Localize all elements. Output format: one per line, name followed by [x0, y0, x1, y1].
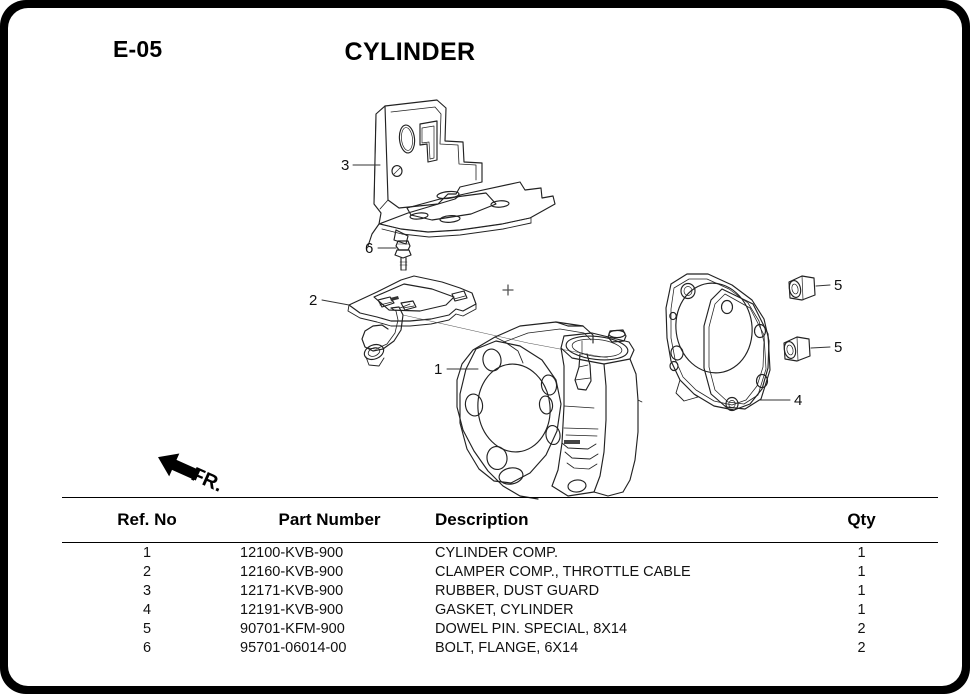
table-row[interactable]: 6 95701-06014-00 BOLT, FLANGE, 6X14 2	[62, 638, 938, 657]
cell-qty: 1	[857, 544, 866, 561]
part-5-dowel-pin-lower	[783, 336, 811, 362]
cell-part-number: 12160-KVB-900	[240, 563, 344, 580]
cell-ref-no: 1	[142, 544, 152, 561]
cell-description: GASKET, CYLINDER	[435, 601, 574, 618]
front-direction-marker: FR.	[146, 448, 236, 500]
part-3-rubber-dust-guard	[367, 99, 556, 247]
callout-5-upper: 5	[834, 277, 843, 294]
column-header-ref-no: Ref. No	[62, 497, 232, 543]
part-2-clamper-throttle-cable	[347, 275, 609, 367]
page-title: CYLINDER	[344, 38, 476, 66]
cell-qty: 1	[857, 582, 866, 599]
cell-description: CLAMPER COMP., THROTTLE CABLE	[435, 563, 691, 580]
cell-part-number: 90701-KFM-900	[240, 620, 345, 637]
registration-cross-mark	[502, 284, 514, 296]
callout-5-lower: 5	[834, 339, 843, 356]
cell-part-number: 12100-KVB-900	[240, 544, 344, 561]
callout-leader-lines	[321, 164, 831, 401]
cell-qty: 2	[857, 620, 866, 637]
part-6-bolt-flange	[394, 240, 412, 271]
callout-1: 1	[434, 361, 443, 378]
callout-6: 6	[365, 240, 374, 257]
callout-4: 4	[794, 392, 803, 409]
column-header-part-number: Part Number	[232, 497, 427, 543]
cell-description: CYLINDER COMP.	[435, 544, 559, 561]
cell-description: BOLT, FLANGE, 6X14	[435, 639, 579, 656]
cell-part-number: 95701-06014-00	[240, 639, 347, 656]
table-header-row: Ref. No Part Number Description Qty	[62, 497, 938, 543]
cell-qty: 1	[857, 601, 866, 618]
column-header-description: Description	[427, 497, 785, 543]
cell-qty: 2	[857, 639, 866, 656]
cell-ref-no: 2	[142, 563, 152, 580]
diagram-sheet: E-05 CYLINDER	[8, 8, 962, 686]
cell-ref-no: 4	[142, 601, 152, 618]
callout-3: 3	[341, 157, 350, 174]
part-1-cylinder-comp	[456, 321, 643, 500]
table-row[interactable]: 1 12100-KVB-900 CYLINDER COMP. 1	[62, 543, 938, 563]
cell-description: RUBBER, DUST GUARD	[435, 582, 600, 599]
exploded-parts-drawing: 3 6 2 1 5 5 4 FR.	[8, 8, 962, 508]
cell-part-number: 12191-KVB-900	[240, 601, 344, 618]
cell-description: DOWEL PIN. SPECIAL, 8X14	[435, 620, 628, 637]
part-4-gasket-cylinder	[665, 273, 771, 412]
fr-marker-label: FR.	[188, 463, 226, 496]
table-row[interactable]: 2 12160-KVB-900 CLAMPER COMP., THROTTLE …	[62, 562, 938, 581]
cell-ref-no: 3	[142, 582, 152, 599]
parts-table: Ref. No Part Number Description Qty 1 12…	[62, 497, 938, 657]
cell-ref-no: 6	[142, 639, 152, 656]
cell-ref-no: 5	[142, 620, 152, 637]
column-header-qty: Qty	[785, 497, 938, 543]
table-row[interactable]: 3 12171-KVB-900 RUBBER, DUST GUARD 1	[62, 581, 938, 600]
callout-2: 2	[309, 292, 318, 309]
table-row[interactable]: 4 12191-KVB-900 GASKET, CYLINDER 1	[62, 600, 938, 619]
part-5-dowel-pin-upper	[788, 275, 816, 301]
cell-qty: 1	[857, 563, 866, 580]
section-code-label: E-05	[113, 36, 163, 62]
table-row[interactable]: 5 90701-KFM-900 DOWEL PIN. SPECIAL, 8X14…	[62, 619, 938, 638]
cell-part-number: 12171-KVB-900	[240, 582, 344, 599]
